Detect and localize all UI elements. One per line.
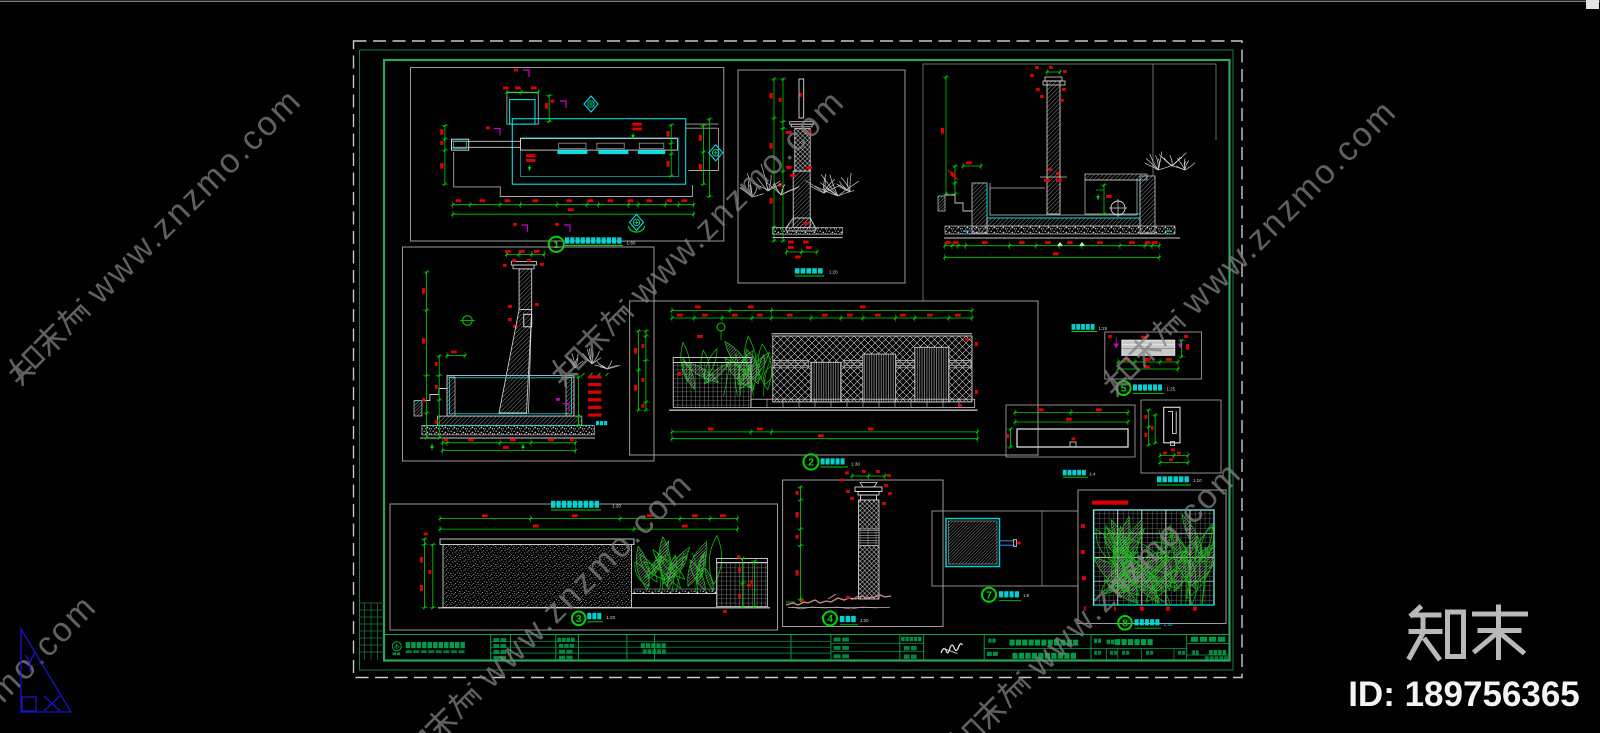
svg-text:1:20: 1:20 bbox=[1164, 622, 1173, 627]
svg-text:4: 4 bbox=[827, 613, 833, 625]
svg-text:1:20: 1:20 bbox=[606, 615, 615, 620]
svg-text:1:20: 1:20 bbox=[829, 270, 838, 275]
svg-text:1:25: 1:25 bbox=[1167, 386, 1176, 391]
svg-text:ID: 189756365: ID: 189756365 bbox=[1348, 675, 1580, 714]
svg-text:8: 8 bbox=[1122, 617, 1128, 629]
svg-text:3: 3 bbox=[576, 613, 582, 625]
svg-text:1:30: 1:30 bbox=[851, 462, 860, 467]
svg-text:1:20: 1:20 bbox=[860, 618, 869, 623]
svg-text:7: 7 bbox=[986, 589, 992, 601]
svg-text:1: 1 bbox=[553, 239, 559, 251]
svg-text:1:20: 1:20 bbox=[612, 504, 621, 509]
svg-text:1:60: 1:60 bbox=[627, 241, 636, 246]
svg-text:1:4: 1:4 bbox=[1090, 471, 1097, 476]
svg-text:5: 5 bbox=[1121, 383, 1127, 395]
svg-text:1:25: 1:25 bbox=[1099, 326, 1108, 331]
svg-text:2: 2 bbox=[808, 457, 814, 469]
svg-text:1:10: 1:10 bbox=[1193, 478, 1202, 483]
svg-text:1:8: 1:8 bbox=[1023, 593, 1030, 598]
